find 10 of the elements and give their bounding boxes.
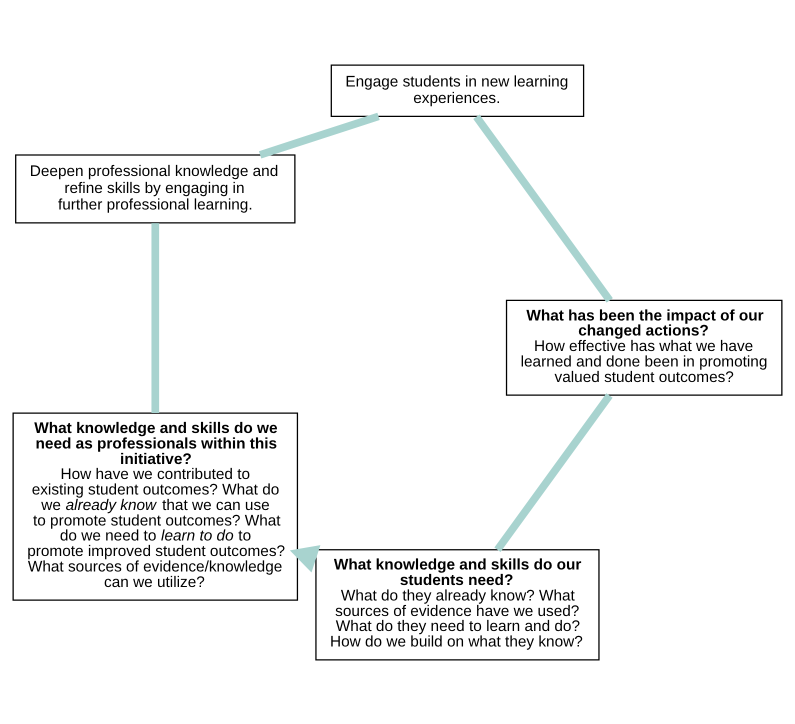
node-box: Engage students in new learning experiences. bbox=[330, 64, 584, 116]
connector bbox=[473, 114, 613, 302]
connector bbox=[258, 112, 380, 158]
connector bbox=[151, 222, 160, 413]
node-box: What knowledge and skills do we need as professionals within this initiative? How have we contributed to existing student outcomes? What do we already know that we can use to promote student outcomes? What do we need to learn to do to promote improved student outcomes? What sources of evidence/knowledge can we utilize? bbox=[12, 412, 298, 600]
arrow bbox=[290, 544, 320, 572]
node-box: What knowledge and skills do our students need? What do they already know? What sources of evidence have we used? What do they need to learn and do? How do we build on what they know? bbox=[315, 548, 600, 660]
connector bbox=[494, 392, 613, 552]
node-box: Deepen professional knowledge and refine skills by engaging in further professional learning. bbox=[15, 154, 296, 223]
node-box: What has been the impact of our changed actions? How effective has what we have learned and done been in promoting valued student outcomes? bbox=[506, 299, 782, 396]
